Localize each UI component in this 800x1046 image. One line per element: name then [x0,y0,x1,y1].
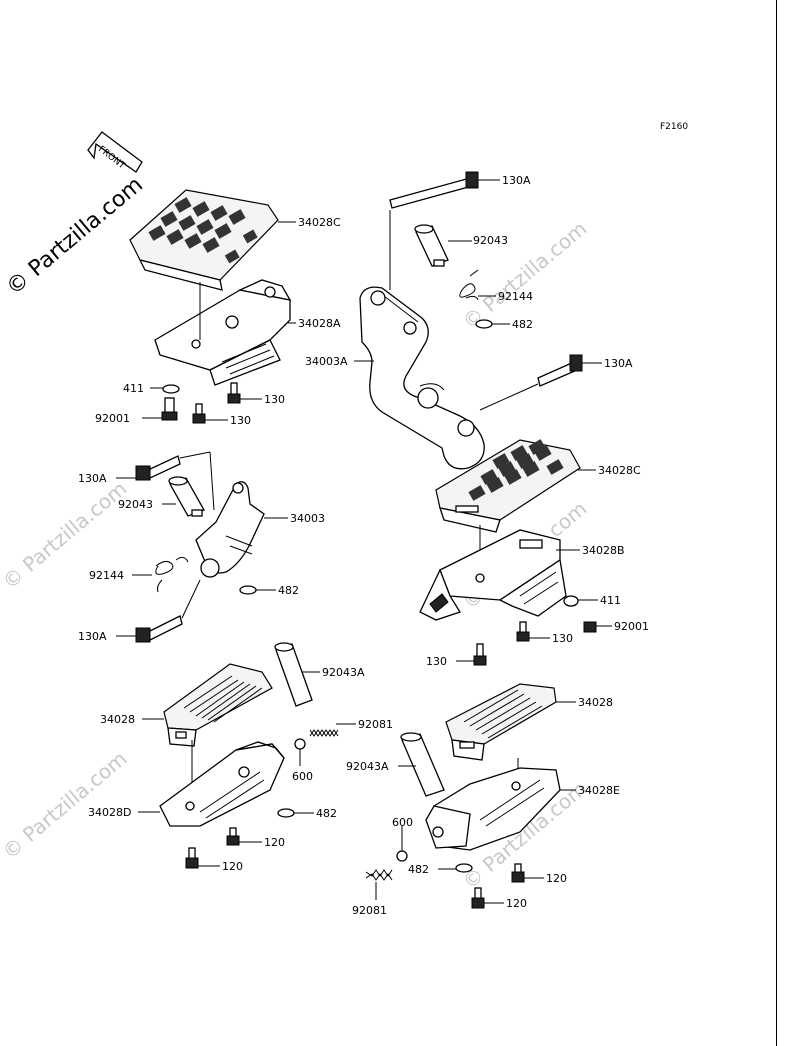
footpeg-bracket-34028e [425,767,561,851]
footpeg-rubber-34028-left [163,663,273,747]
part-label: 120 [264,836,285,849]
bolt-130a-left-bottom [135,615,183,643]
part-label: 130A [502,174,531,187]
bolt-130-left-b [192,403,206,424]
footpeg-rubber-34028c-right [435,439,581,533]
pivot-pin-92043a-right [400,732,445,797]
part-label: 92081 [352,904,387,917]
part-label: 34028D [88,806,131,819]
washer-411-right [563,595,579,607]
pivot-pin-92043a-left [274,642,313,707]
part-label: 120 [506,897,527,910]
spring-92144-top [459,269,479,301]
part-label: 130 [230,414,251,427]
part-label: 34003A [305,355,348,368]
bolt-130a-mid [537,354,583,387]
part-label: 482 [408,863,429,876]
part-label: 92001 [95,412,130,425]
pivot-pin-92043-left [168,476,205,517]
spring-92081-left [309,729,339,737]
washer-411-left [162,384,180,394]
part-label: 600 [392,816,413,829]
part-label: 130 [264,393,285,406]
part-label: 130A [78,630,107,643]
bolt-120-left-b [185,847,199,869]
bolt-130-right-b [473,643,487,666]
part-label: 34028E [578,784,620,797]
spring-92081-right [365,869,393,881]
part-label: 130 [552,632,573,645]
part-label: 482 [278,584,299,597]
part-label: 92144 [498,290,533,303]
part-label: 34028C [598,464,641,477]
part-label: 34028 [578,696,613,709]
footpeg-bracket-34028d [159,741,285,827]
footpeg-rubber-34028c-left [129,189,279,291]
part-label: 482 [316,807,337,820]
front-arrow-icon: FRONT [87,131,143,173]
bolt-130-right-a [516,621,530,642]
part-label: 482 [512,318,533,331]
footpeg-rubber-34028-right [445,683,557,761]
bolt-92001-left [161,397,178,421]
footpeg-bracket-34003a [359,286,485,470]
pin-482-left [239,585,257,595]
pin-482-left-bottom [277,808,295,818]
part-label: 92001 [614,620,649,633]
brand-watermark: © Partzilla.com [2,172,148,300]
ball-600-left [294,738,306,750]
part-label: 34028C [298,216,341,229]
bolt-130-left-a [227,382,241,404]
pivot-pin-92043-top [414,224,449,267]
bolt-92001-right [583,621,597,633]
part-label: 92043A [346,760,389,773]
part-labels: 34028C 92043 130A 92144 482 34028A 34003… [78,174,649,917]
pin-482-top [475,319,493,329]
part-label: 92043 [118,498,153,511]
pin-482-right [455,863,473,873]
footpeg-bracket-34003 [195,481,265,578]
spring-92144-left [155,556,189,593]
part-label: 120 [546,872,567,885]
ball-600-right [396,850,408,862]
figure-code: F2160 [660,122,688,132]
part-label: 34028 [100,713,135,726]
bolt-120-left-a [226,827,240,846]
footpeg-bracket-34028b [419,529,567,621]
part-label: 411 [600,594,621,607]
part-label: 92081 [358,718,393,731]
part-label: 34028A [298,317,341,330]
part-label: 130 [426,655,447,668]
part-label: 130A [604,357,633,370]
part-label: 411 [123,382,144,395]
part-label: 130A [78,472,107,485]
part-label: 34028B [582,544,625,557]
part-label: 600 [292,770,313,783]
part-label: 92043 [473,234,508,247]
part-label: 34003 [290,512,325,525]
bolt-130a-top [389,171,479,209]
part-label: 120 [222,860,243,873]
bolt-120-right-a [511,863,525,883]
page-edge-line [776,0,777,1046]
bolt-120-right-b [471,887,485,909]
footpeg-bracket-34028a [154,279,292,386]
part-label: 92043A [322,666,365,679]
part-label: 92144 [89,569,124,582]
bolt-130a-left-top [135,455,181,481]
